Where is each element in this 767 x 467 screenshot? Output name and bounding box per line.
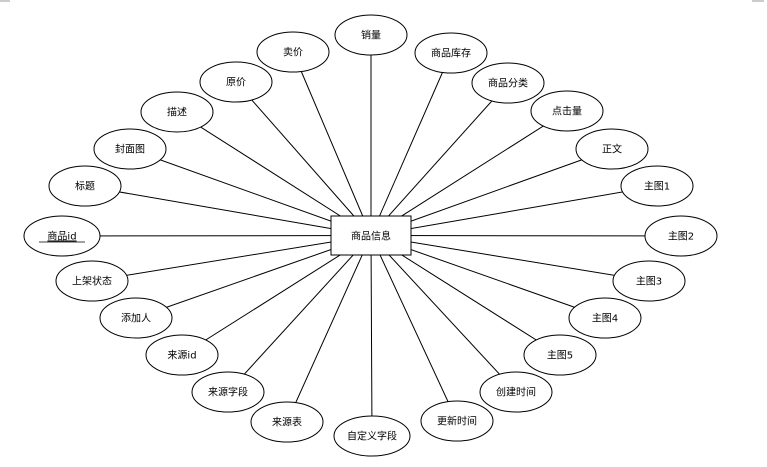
connector-source-field [227, 235, 372, 393]
attribute-added-by[interactable]: 添加人 [99, 297, 173, 339]
attribute-cover-image[interactable]: 封面图 [93, 128, 167, 170]
entity-box[interactable] [330, 215, 412, 256]
attribute-ellipse [191, 371, 265, 413]
attribute-product-id[interactable]: 商品id [23, 215, 101, 257]
connector-main-image-3 [370, 235, 650, 282]
attribute-create-time[interactable]: 创建时间 [479, 371, 553, 413]
attribute-ellipse [99, 297, 173, 339]
attribute-ellipse [523, 334, 597, 376]
attribute-ellipse [199, 61, 273, 103]
attribute-label: 更新时间 [437, 415, 477, 428]
attribute-ellipse [568, 297, 642, 339]
attribute-source-field[interactable]: 来源字段 [191, 371, 265, 413]
attribute-ellipse [48, 165, 122, 207]
attribute-label: 商品分类 [488, 77, 528, 90]
attribute-title[interactable]: 标题 [48, 165, 122, 207]
connector-title [84, 185, 372, 236]
attribute-ellipse [620, 165, 694, 207]
connector-product-stock [370, 52, 452, 236]
connector-custom-field [370, 235, 373, 437]
attribute-ellipse [334, 14, 408, 56]
attribute-ellipse [23, 215, 101, 257]
connector-original-price [235, 81, 372, 236]
attribute-ellipse [644, 215, 718, 257]
attribute-label: 来源表 [272, 416, 302, 429]
connector-source-table [286, 235, 372, 423]
attribute-product-stock[interactable]: 商品库存 [414, 32, 488, 74]
connector-product-id [61, 235, 372, 237]
attribute-ellipse [530, 90, 604, 132]
connector-description [176, 111, 372, 236]
attribute-main-image-4[interactable]: 主图4 [568, 297, 642, 339]
connector-main-image-1 [370, 185, 658, 236]
attribute-ellipse [479, 371, 553, 413]
attribute-clicks[interactable]: 点击量 [530, 90, 604, 132]
attribute-label: 原价 [226, 77, 246, 89]
attribute-body-text[interactable]: 正文 [575, 128, 649, 170]
attribute-ellipse [420, 400, 494, 442]
attribute-label: 主图3 [636, 276, 662, 288]
attribute-label: 来源字段 [208, 386, 248, 399]
attribute-ellipse [471, 62, 545, 104]
attribute-label: 商品库存 [431, 47, 471, 60]
attribute-label: 添加人 [121, 312, 151, 325]
attribute-label: 卖价 [283, 47, 303, 59]
attribute-ellipse [575, 128, 649, 170]
connector-listing-status [91, 235, 372, 282]
attribute-label: 创建时间 [496, 386, 536, 399]
attribute-ellipse [55, 260, 129, 302]
attribute-label: 主图5 [547, 350, 573, 362]
attribute-main-image-1[interactable]: 主图1 [620, 165, 694, 207]
attribute-ellipse [612, 260, 686, 302]
attribute-label: 主图2 [668, 231, 694, 243]
entity-label: 商品信息 [351, 230, 391, 243]
attribute-label: 商品id [47, 230, 76, 243]
attribute-label: 点击量 [552, 106, 582, 118]
attribute-label: 主图1 [644, 181, 670, 193]
attribute-ellipse [250, 401, 324, 443]
attribute-original-price[interactable]: 原价 [199, 61, 273, 103]
connector-create-time [370, 235, 517, 393]
attribute-label: 标题 [75, 181, 95, 193]
attribute-label: 上架状态 [72, 275, 112, 288]
attribute-main-image-3[interactable]: 主图3 [612, 260, 686, 302]
attribute-sale-price[interactable]: 卖价 [256, 31, 330, 73]
connector-main-image-2 [370, 235, 682, 237]
attribute-sales[interactable]: 销量 [334, 14, 408, 56]
attribute-label: 来源id [167, 349, 196, 362]
attribute-label: 封面图 [115, 143, 145, 156]
attribute-source-id[interactable]: 来源id [145, 334, 219, 376]
attribute-listing-status[interactable]: 上架状态 [55, 260, 129, 302]
attribute-ellipse [93, 128, 167, 170]
attribute-ellipse [414, 32, 488, 74]
connector-update-time [370, 235, 458, 422]
attribute-product-category[interactable]: 商品分类 [471, 62, 545, 104]
attribute-main-image-2[interactable]: 主图2 [644, 215, 718, 257]
attribute-custom-field[interactable]: 自定义字段 [333, 415, 411, 457]
connector-clicks [370, 110, 568, 236]
attribute-ellipse [256, 31, 330, 73]
attribute-label: 主图4 [592, 313, 618, 325]
attribute-description[interactable]: 描述 [140, 91, 214, 133]
connector-product-category [370, 82, 509, 236]
attribute-update-time[interactable]: 更新时间 [420, 400, 494, 442]
attribute-ellipse [145, 334, 219, 376]
attribute-label: 描述 [167, 106, 187, 119]
attribute-label: 正文 [602, 143, 622, 156]
attribute-label: 销量 [361, 29, 381, 42]
attribute-ellipse [333, 415, 411, 457]
connector-sale-price [292, 51, 372, 236]
attribute-main-image-5[interactable]: 主图5 [523, 334, 597, 376]
attribute-source-table[interactable]: 来源表 [250, 401, 324, 443]
attribute-label: 自定义字段 [347, 430, 397, 443]
attribute-ellipse [140, 91, 214, 133]
